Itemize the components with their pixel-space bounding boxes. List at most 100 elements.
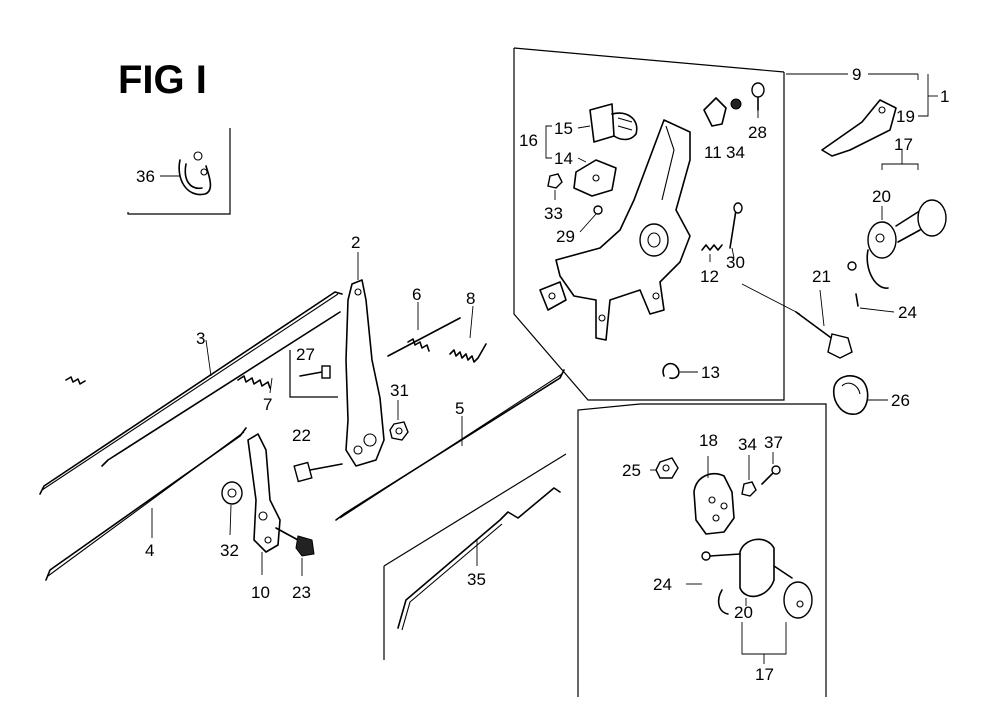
leader-8 — [469, 305, 474, 339]
leader-3 — [205, 339, 212, 377]
callout-4: 4 — [145, 541, 154, 560]
part-27-bolt — [299, 365, 331, 379]
callout-34-top: 34 — [726, 143, 745, 162]
callout-14: 14 — [554, 149, 573, 168]
callout-36: 36 — [136, 167, 155, 186]
part-30-screw — [729, 202, 743, 249]
part-28-screw — [751, 82, 765, 111]
part-24-screw-upper — [847, 261, 859, 307]
box-lower-right — [577, 403, 827, 697]
inset-box-36 — [127, 128, 231, 215]
callout-1: 1 — [940, 87, 949, 106]
part-17-choke-knob-lower — [717, 538, 813, 619]
callout-7: 7 — [263, 395, 272, 414]
callout-5: 5 — [455, 399, 464, 418]
callout-29: 29 — [556, 227, 575, 246]
leader-15 — [577, 125, 591, 129]
leader-14 — [577, 157, 587, 163]
callout-21: 21 — [812, 267, 831, 286]
group-17-upper-bracket — [881, 150, 919, 170]
callout-17-lower: 17 — [755, 665, 774, 684]
group-17-lower-bracket — [741, 622, 787, 664]
part-37-screw — [761, 465, 781, 485]
part-33-nut — [547, 173, 563, 189]
callout-22: 22 — [292, 426, 311, 445]
callout-8: 8 — [466, 289, 475, 308]
callout-20-upper: 20 — [872, 187, 891, 206]
group-16-bracket — [545, 125, 552, 159]
part-35-rod — [397, 487, 561, 631]
callout-19: 19 — [896, 107, 915, 126]
callout-26: 26 — [891, 391, 910, 410]
callout-24-upper: 24 — [898, 303, 917, 322]
part-34-washer-lower — [741, 481, 757, 497]
leader-29 — [579, 213, 597, 233]
leader-30 — [731, 247, 735, 259]
callout-2: 2 — [351, 233, 360, 252]
callout-37: 37 — [764, 433, 783, 452]
part-21-bolt — [795, 311, 853, 359]
main-control-bracket — [539, 119, 691, 341]
callout-25: 25 — [622, 461, 641, 480]
callout-9: 9 — [852, 65, 861, 84]
part-29-screw — [593, 205, 603, 215]
callout-27: 27 — [296, 345, 315, 364]
leader-24-upper — [859, 307, 895, 313]
callout-28: 28 — [748, 123, 767, 142]
part-32-washer — [221, 481, 243, 505]
callout-16: 16 — [519, 131, 538, 150]
part-25-nut — [655, 457, 679, 479]
part-8-spring — [449, 343, 487, 363]
callout-3: 3 — [196, 329, 205, 348]
part-18-plate — [693, 472, 735, 535]
part-2-lever — [345, 279, 385, 467]
part-22-bolt — [293, 461, 343, 483]
callout-20-lower: 20 — [734, 603, 753, 622]
callout-23: 23 — [292, 583, 311, 602]
callout-11: 11 — [704, 143, 722, 162]
callout-31: 31 — [390, 381, 409, 400]
leader-7 — [269, 377, 273, 394]
callout-33: 33 — [544, 204, 563, 223]
callout-34-lower: 34 — [738, 435, 757, 454]
part-3-rod — [39, 291, 343, 495]
part-26-grommet — [832, 375, 869, 415]
part-12-spring — [701, 244, 723, 251]
callout-24-lower: 24 — [653, 575, 672, 594]
group-1-bracket — [917, 74, 938, 117]
callout-6: 6 — [412, 285, 421, 304]
box-35 — [383, 453, 567, 660]
callout-18: 18 — [699, 431, 718, 450]
box-9 — [513, 47, 785, 401]
part-36-clamp — [178, 151, 212, 196]
part-15-switch — [589, 103, 638, 143]
part-14-switch — [573, 159, 617, 197]
callout-13: 13 — [701, 363, 720, 382]
part-10-bracket — [247, 433, 281, 553]
box-27 — [289, 350, 338, 398]
callout-35: 35 — [467, 570, 486, 589]
part-23-bolt — [275, 527, 315, 557]
leader-21 — [819, 289, 825, 327]
figure-title: FIG I — [118, 58, 207, 102]
part-11-bracket — [703, 97, 727, 127]
part-5-rod — [335, 369, 565, 521]
leader-21-link — [741, 283, 801, 315]
part-24-screw-lower — [701, 551, 741, 561]
callout-10: 10 — [251, 583, 270, 602]
leader-32 — [229, 504, 232, 536]
part-31-nut — [389, 421, 409, 441]
callout-32: 32 — [220, 541, 239, 560]
part-17-choke-knob-upper — [866, 199, 947, 289]
callout-30: 30 — [726, 253, 745, 272]
part-34-washer-top — [730, 98, 742, 110]
part-13-clip — [662, 362, 680, 380]
part-19-plate — [821, 99, 897, 157]
callout-15: 15 — [554, 119, 573, 138]
callout-17-upper: 17 — [894, 135, 913, 154]
part-7-rod-with-spring — [65, 311, 341, 467]
callout-12: 12 — [700, 267, 719, 286]
part-4-rod — [45, 427, 247, 581]
part-6-bolt-spring — [387, 317, 461, 357]
